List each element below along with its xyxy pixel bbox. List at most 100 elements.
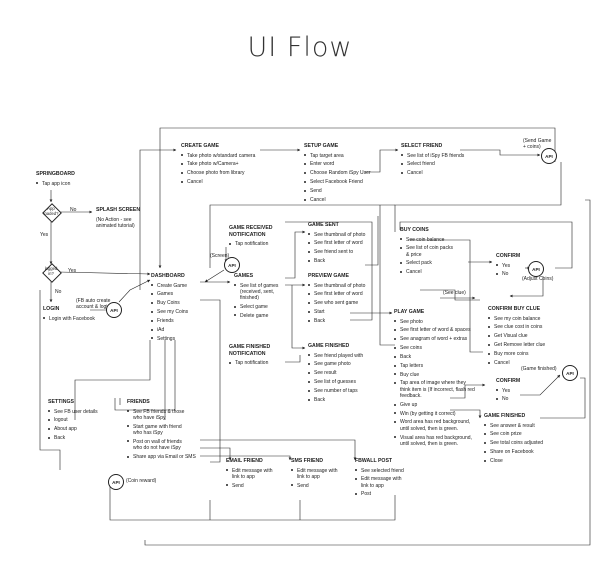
- list-item: See coin balance: [400, 237, 453, 243]
- list-item: Tap letters: [394, 363, 475, 369]
- list-item: See thumbnail of photo: [308, 283, 365, 289]
- node-sms-friend: SMS FRIEND Edit message with link to app…: [291, 458, 338, 489]
- node-fbwall-post: FBWALL POST See selected friend Edit mes…: [355, 458, 404, 498]
- node-confirm-bottom: CONFIRM Yes No: [496, 378, 521, 403]
- list-item: Settings: [151, 336, 188, 342]
- api-login: API: [106, 302, 122, 318]
- node-setup-game: SETUP GAME Tap target area Enter word Ch…: [304, 143, 371, 203]
- label-screen: (Screen): [210, 253, 230, 259]
- node-create-game: CREATE GAME Take photo w/standard camera…: [181, 143, 256, 186]
- list-item: Back: [48, 435, 98, 441]
- list-item: Back: [308, 397, 363, 403]
- list-item: See list of games (received, sent, finis…: [234, 283, 278, 302]
- page-title: UI Flow: [247, 32, 353, 63]
- list-item: See total coins adjusted: [484, 440, 543, 446]
- list-item: Send: [304, 188, 371, 194]
- node-email-friend: EMAIL FRIEND Edit message with link to a…: [226, 458, 273, 489]
- list-item: See result: [308, 370, 363, 376]
- list-item: See friend sent to: [308, 249, 365, 255]
- list-item: Back: [308, 318, 365, 324]
- list-item: logout: [48, 417, 98, 423]
- api-game-finished: API: [562, 365, 578, 381]
- list-item: See first letter of word: [308, 240, 365, 246]
- node-confirm-top: CONFIRM Yes No: [496, 253, 521, 278]
- label-adjust-coins: (Adjust Coins): [522, 276, 554, 282]
- list-item: See list of coin packs & price: [400, 245, 453, 258]
- list-item: Cancel: [304, 197, 371, 203]
- node-game-received: GAME RECEIVED NOTIFICATION Tap notificat…: [229, 225, 273, 247]
- node-game-finished-2: GAME FINISHED See answer & result See co…: [484, 413, 544, 464]
- label-coin-reward: (Coin reward): [126, 478, 157, 484]
- api-buy-coins: API: [528, 261, 544, 277]
- list-item: See list of iSpy FB friends: [401, 153, 464, 159]
- list-item: Start: [308, 309, 365, 315]
- node-game-finished-notification: GAME FINISHED NOTIFICATION Tap notificat…: [229, 344, 271, 366]
- list-item: Cancel: [488, 360, 545, 366]
- list-item: See number of taps: [308, 388, 363, 394]
- decision-app-loaded: App loaded?: [43, 204, 59, 220]
- list-item: Friends: [151, 318, 188, 324]
- list-item: Tap area of image where they think item …: [394, 380, 475, 399]
- list-item: See selected friend: [355, 468, 404, 474]
- api-game-received: API: [224, 257, 240, 273]
- list-item: Send: [226, 483, 273, 489]
- list-item: Send: [291, 483, 338, 489]
- label-send-game-coins: (Send Game + coins): [523, 138, 552, 150]
- list-item: Take photo w/Camera+: [181, 161, 255, 167]
- list-item: Back: [308, 258, 365, 264]
- node-springboard: SPRINGBOARD Tap app icon: [36, 171, 75, 187]
- list-item: See FB friends & those who have iSpy: [127, 409, 196, 422]
- node-settings: SETTINGS See FB user details logout Abou…: [48, 399, 98, 442]
- list-item: See list of guesses: [308, 379, 363, 385]
- list-item: Close: [484, 458, 543, 464]
- list-item: Tap target area: [304, 153, 371, 159]
- list-item: Take photo w/standard camera: [181, 153, 255, 159]
- list-item: Edit message with link to app: [226, 468, 273, 481]
- node-confirm-buy-clue: CONFIRM BUY CLUE See my coin balance See…: [488, 306, 546, 366]
- list-item: Cancel: [181, 179, 255, 185]
- list-item: See friend played with: [308, 353, 363, 359]
- list-item: See anagram of word + extras: [394, 336, 475, 342]
- list-item: Buy more coins: [488, 351, 545, 357]
- list-item: Visual area has red background, until so…: [394, 435, 475, 448]
- node-game-finished: GAME FINISHED See friend played with See…: [308, 343, 364, 403]
- node-play-game: PLAY GAME See photo See first letter of …: [394, 309, 475, 448]
- list-item: Login with Facebook: [43, 316, 95, 322]
- list-item: iAd: [151, 327, 188, 333]
- list-item: Yes: [496, 388, 520, 394]
- list-item: Tap notification: [229, 241, 273, 247]
- label-no-1: No: [70, 207, 77, 213]
- list-item: Get Remove letter clue: [488, 342, 545, 348]
- list-item: See my coin balance: [488, 316, 545, 322]
- list-item: See photo: [394, 319, 475, 325]
- list-item: Get Visual clue: [488, 333, 545, 339]
- list-item: No: [496, 396, 520, 402]
- list-item: Edit message with link to app: [291, 468, 338, 481]
- list-item: Post on wall of friends who do not have …: [127, 439, 196, 452]
- node-buy-coins: BUY COINS See coin balance See list of c…: [400, 227, 453, 276]
- list-item: Buy clue: [394, 372, 475, 378]
- api-friends: API: [108, 474, 124, 490]
- list-item: Choose Random iSpy User: [304, 170, 371, 176]
- decision-logged-in: logged in?: [43, 264, 59, 280]
- list-item: Start game with friend who has iSpy: [127, 424, 196, 437]
- list-item: See answer & result: [484, 423, 543, 429]
- list-item: Games: [151, 291, 188, 297]
- label-yes-2: Yes: [68, 268, 77, 274]
- list-item: Select pack: [400, 260, 453, 266]
- node-friends: FRIENDS See FB friends & those who have …: [127, 399, 196, 460]
- label-no-2: No: [55, 289, 62, 295]
- list-item: Delete game: [234, 313, 278, 319]
- label-yes-1: Yes: [40, 232, 49, 238]
- list-item: Create Game: [151, 283, 188, 289]
- list-item: Share app via Email or SMS: [127, 454, 196, 460]
- list-item: About app: [48, 426, 98, 432]
- list-item: Cancel: [401, 170, 464, 176]
- node-game-sent: GAME SENT See thumbnail of photo See fir…: [308, 222, 366, 265]
- list-item: See coin prize: [484, 431, 543, 437]
- node-login: LOGIN Login with Facebook: [43, 306, 95, 322]
- list-item: Tap notification: [229, 360, 270, 366]
- list-item: No: [496, 271, 520, 277]
- list-item: See first letter of word & spaces: [394, 327, 475, 333]
